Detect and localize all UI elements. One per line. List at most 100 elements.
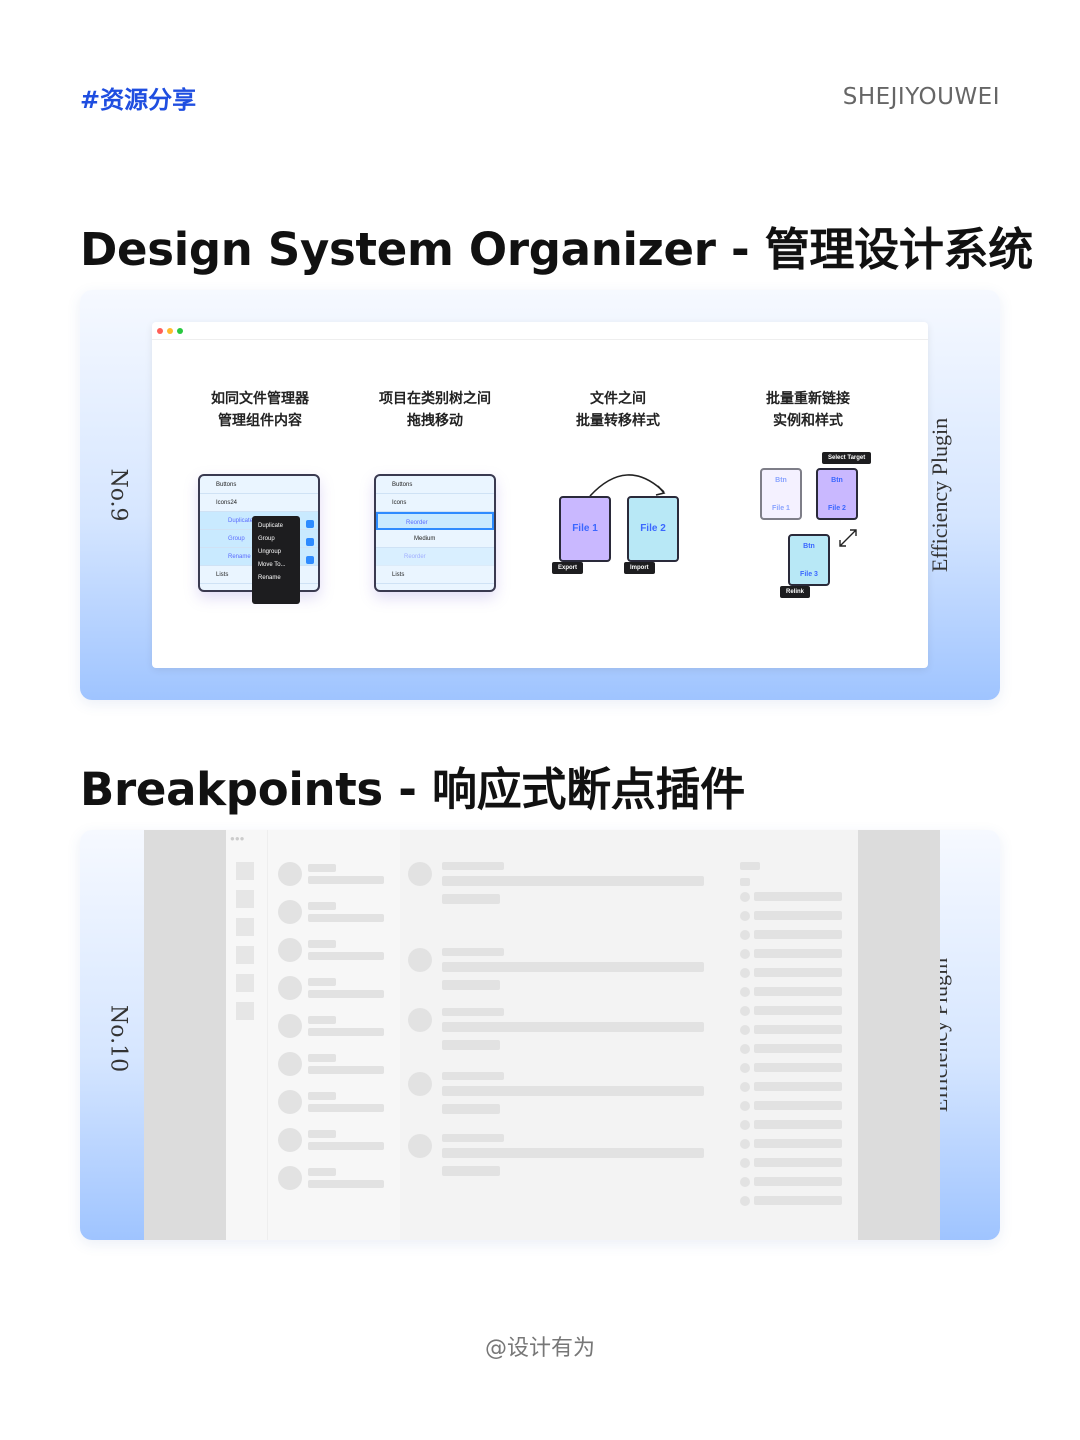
skeleton-dot (740, 911, 750, 921)
section-title-design-system-organizer: Design System Organizer - 管理设计系统 (80, 223, 1033, 276)
author-credit: @设计有为 (484, 1336, 595, 1361)
responsive-frame: ●●● (226, 830, 858, 1240)
skeleton-line (754, 892, 842, 901)
checkbox-icon (306, 556, 314, 564)
skeleton-line (308, 914, 384, 922)
app-window: 如同文件管理器 管理组件内容 项目在类别树之间 拖拽移动 文件之间 批量转移样式… (152, 322, 928, 668)
hashtag-label: #资源分享 (80, 86, 197, 114)
btn-chip: Btn (803, 543, 815, 550)
skeleton-line (754, 1044, 842, 1053)
btn-chip: Btn (831, 477, 843, 484)
skeleton-line (442, 1040, 500, 1050)
skeleton-avatar (278, 938, 302, 962)
minimize-dot-icon (167, 327, 173, 334)
skeleton-line (754, 1196, 842, 1205)
transfer-arrow-icon (589, 474, 666, 497)
skeleton-avatar (408, 1134, 432, 1158)
tree-row-dragging: Reorder (376, 512, 494, 530)
skeleton-line (754, 1025, 842, 1034)
skeleton-line (442, 894, 500, 904)
menu-item: Ungroup (258, 549, 282, 555)
skeleton-line (754, 1082, 842, 1091)
file-label: File 1 (772, 505, 790, 512)
skeleton-line (754, 1120, 842, 1129)
skeleton-avatar (278, 900, 302, 924)
skeleton-dot (740, 1158, 750, 1168)
tree-row: Icons24 (200, 494, 318, 512)
close-dot-icon (157, 327, 163, 334)
feature-caption: 如同文件管理器 管理组件内容 (170, 388, 350, 432)
skeleton-line (754, 968, 842, 977)
skeleton-line (442, 948, 504, 956)
skeleton-line (442, 876, 704, 886)
skeleton-icon (236, 974, 254, 992)
skeleton-avatar (278, 1014, 302, 1038)
file-label: File 2 (828, 505, 846, 512)
skeleton-dot (740, 1025, 750, 1035)
skeleton-icon (236, 862, 254, 880)
context-menu: Duplicate Group Ungroup Move To... Renam… (252, 516, 300, 604)
skeleton-list (268, 830, 400, 1240)
skeleton-line (754, 949, 842, 958)
skeleton-line (308, 1066, 384, 1074)
skeleton-line (442, 1022, 704, 1032)
skeleton-avatar (278, 1166, 302, 1190)
skeleton-line (308, 990, 384, 998)
skeleton-line (442, 1104, 500, 1114)
skeleton-line (754, 911, 842, 920)
file-3-icon: Btn File 3 (788, 534, 830, 586)
category-tree-panel: Buttons Icons Reorder Medium Reorder Lis… (374, 474, 496, 592)
import-badge: Import (624, 562, 655, 574)
plugin-number: No.9 (105, 468, 131, 522)
skeleton-line (308, 1028, 384, 1036)
tree-row: Icons (376, 494, 494, 512)
skeleton-dot (740, 1196, 750, 1206)
feature-caption: 批量重新链接 实例和样式 (718, 388, 898, 432)
tree-row: Lists (376, 566, 494, 584)
skeleton-dot (740, 892, 750, 902)
skeleton-line (754, 1101, 842, 1110)
skeleton-line (442, 1008, 504, 1016)
feature-line: 如同文件管理器 (211, 391, 309, 407)
menu-item: Duplicate (258, 523, 284, 529)
skeleton-line (308, 864, 336, 872)
skeleton-dot (740, 1082, 750, 1092)
skeleton-line (754, 1063, 842, 1072)
skeleton-line (308, 1130, 336, 1138)
skeleton-line (442, 980, 500, 990)
tree-row: Medium (376, 530, 494, 548)
skeleton-line (754, 930, 842, 939)
skeleton-line (740, 862, 760, 870)
window-titlebar (152, 322, 928, 340)
feature-line: 项目在类别树之间 (379, 391, 491, 407)
feature-line: 批量转移样式 (576, 413, 660, 429)
skeleton-line (308, 902, 336, 910)
feature-line: 拖拽移动 (407, 413, 463, 429)
maximize-dot-icon (177, 327, 183, 334)
skeleton-avatar (278, 1128, 302, 1152)
tree-row: Buttons (200, 476, 318, 494)
skeleton-line (308, 952, 384, 960)
skeleton-line (442, 1148, 704, 1158)
export-badge: Export (552, 562, 584, 574)
tree-row: Reorder (376, 548, 494, 566)
skeleton-avatar (408, 948, 432, 972)
skeleton-line (754, 1177, 842, 1186)
file-1-icon: Btn File 1 (760, 468, 802, 520)
feature-caption: 文件之间 批量转移样式 (528, 388, 708, 432)
checkbox-icon (306, 538, 314, 546)
feature-caption: 项目在类别树之间 拖拽移动 (345, 388, 525, 432)
feature-line: 管理组件内容 (218, 413, 302, 429)
skeleton-dot (740, 968, 750, 978)
skeleton-dot (740, 1139, 750, 1149)
skeleton-dot (740, 987, 750, 997)
plugin-category: Efficiency Plugin (927, 417, 952, 573)
skeleton-avatar (408, 1072, 432, 1096)
tree-row: Buttons (376, 476, 494, 494)
window-dots-icon: ●●● (230, 834, 245, 843)
skeleton-icon (236, 890, 254, 908)
skeleton-line (308, 1104, 384, 1112)
brand-name: SHEJIYOUWEI (842, 84, 1000, 110)
file-2-icon: Btn File 2 (816, 468, 858, 520)
skeleton-dot (740, 1120, 750, 1130)
